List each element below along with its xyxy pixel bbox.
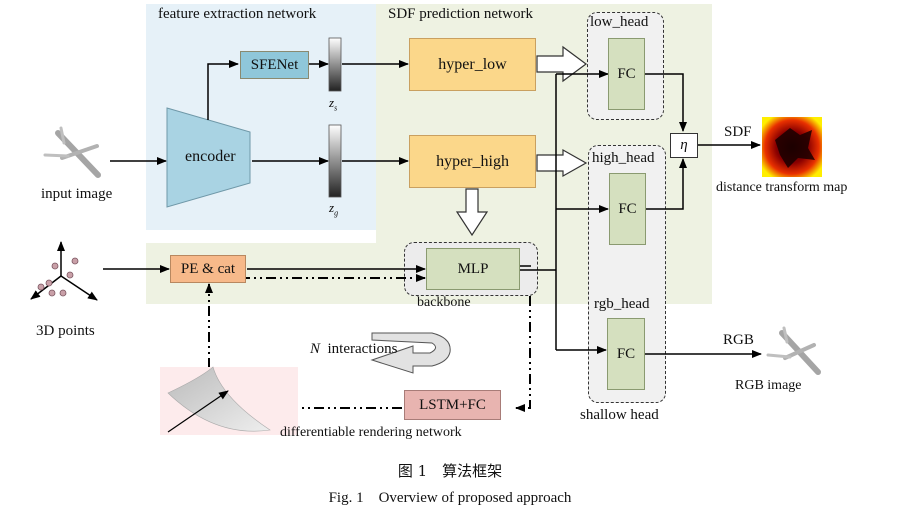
lstm-fc-label: LSTM+FC [419,396,486,413]
mlp-box: MLP [426,248,520,290]
encoder-shape [166,107,251,208]
shallow-head-label: shallow head [580,407,659,423]
fc-low-box: FC [608,38,645,110]
z-s-label: zs [329,95,338,113]
z-s-bar [328,37,342,92]
rgb-head-label: rgb_head [594,296,650,312]
fc-rgb-label: FC [616,345,636,362]
rgb-label: RGB [723,332,754,348]
hollow-arrow-low [536,45,588,83]
caption-zh: 图 1 算法框架 [397,462,503,480]
diff-render-label: differentiable rendering network [280,425,462,440]
fc-rgb-box: FC [607,318,645,390]
feature-extraction-title: feature extraction network [158,6,317,22]
3d-points-label: 3D points [36,323,95,339]
feature-extraction-region-ext [146,226,376,230]
sdf-label: SDF [724,124,752,140]
input-image-label: input image [41,186,113,202]
sfenet-box: SFENet [240,51,309,79]
hyper-high-box: hyper_high [409,135,536,188]
lstm-fc-box: LSTM+FC [404,390,501,420]
eta-box: η [670,133,698,158]
eta-label: η [680,137,688,153]
hyper-low-label: hyper_low [438,55,507,73]
input-airplane [43,126,101,178]
pe-cat-box: PE & cat [170,255,246,283]
sfenet-label: SFENet [250,56,299,73]
hyper-high-label: hyper_high [436,152,509,170]
z-g-label: zg [329,200,339,218]
pe-cat-label: PE & cat [180,260,236,277]
z-g-bar [328,124,342,198]
backbone-label: backbone [417,295,471,310]
mlp-label: MLP [457,260,489,277]
rgb-airplane [766,326,821,375]
caption-en: Fig. 1 Overview of proposed approach [328,490,572,506]
n-interactions-label: N interactions [310,341,398,357]
high-head-label: high_head [592,150,655,166]
encoder-label: encoder [185,148,236,165]
fc-high-box: FC [609,173,646,245]
distance-map-label: distance transform map [716,180,848,195]
rgb-image-label: RGB image [735,378,802,393]
n-interactions-arrow [370,332,451,374]
fc-high-label: FC [618,200,637,217]
fc-low-label: FC [617,65,636,82]
hollow-arrow-down [455,188,489,237]
hollow-arrow-high [536,148,588,178]
sdf-prediction-title: SDF prediction network [388,6,533,22]
low-head-label: low_head [590,14,649,30]
3d-points-axes [30,241,98,301]
hyper-low-box: hyper_low [409,38,536,91]
